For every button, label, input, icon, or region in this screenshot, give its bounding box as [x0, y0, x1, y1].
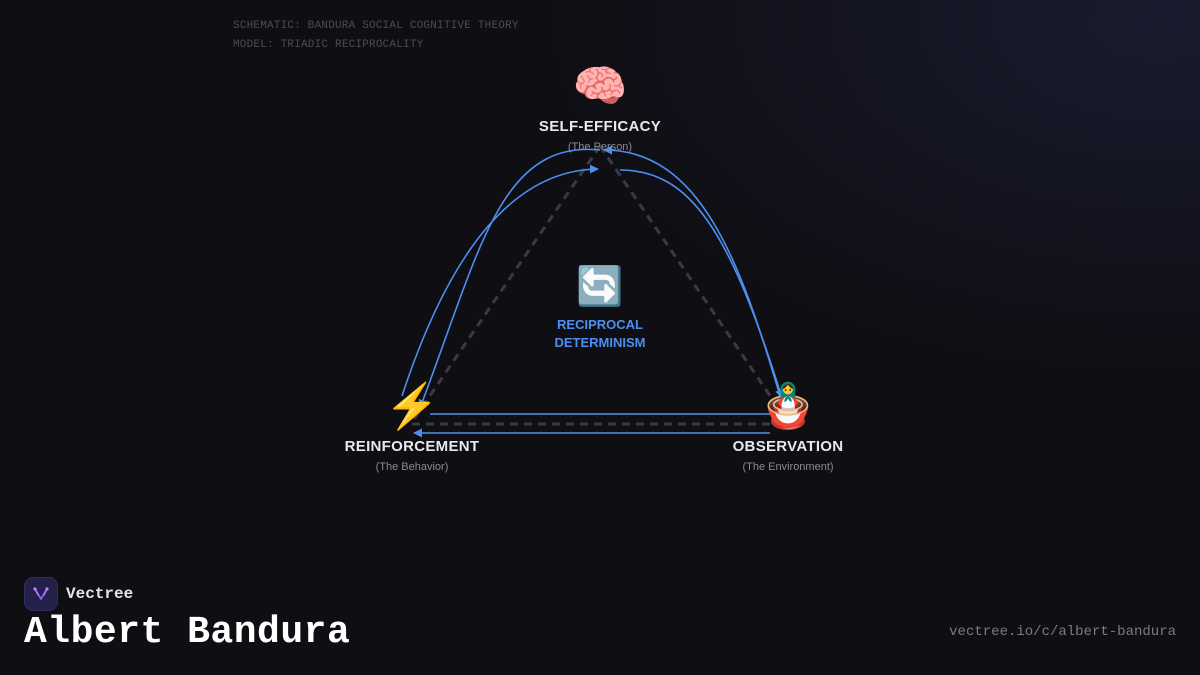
schematic-line-1: SCHEMATIC: BANDURA SOCIAL COGNITIVE THEO… [233, 20, 519, 32]
node-subtitle: (The Person) [567, 141, 633, 153]
node-subtitle: (The Environment) [742, 461, 834, 473]
lightning-icon: ⚡ [384, 382, 440, 431]
center-concept: 🔄 RECIPROCAL DETERMINISM [555, 264, 646, 352]
arrow-person-to-environment [619, 169, 784, 399]
schematic-line-2: MODEL: TRIADIC RECIPROCALITY [233, 39, 424, 51]
brand[interactable]: Vectree [24, 577, 133, 611]
page-title: Albert Bandura [24, 611, 351, 654]
node-self-efficacy: 🧠 SELF-EFFICACY (The Person) [539, 62, 661, 153]
center-label: RECIPROCAL DETERMINISM [554, 317, 646, 350]
brain-icon: 🧠 [572, 62, 628, 111]
brand-name: Vectree [66, 585, 134, 603]
vectree-logo-icon [24, 577, 58, 611]
arrow-person-to-behavior [418, 148, 601, 409]
node-reinforcement: ⚡ REINFORCEMENT (The Behavior) [345, 382, 480, 473]
node-subtitle: (The Behavior) [375, 461, 449, 473]
arrow-behavior-to-person [401, 164, 599, 397]
schematic-header: SCHEMATIC: BANDURA SOCIAL COGNITIVE THEO… [233, 17, 519, 55]
node-title: OBSERVATION [732, 438, 844, 455]
node-title: SELF-EFFICACY [538, 118, 662, 135]
cycle-arrows-icon: 🔄 [576, 266, 624, 308]
nesting-doll-icon: 🪆 [760, 382, 816, 431]
node-observation: 🪆 OBSERVATION (The Environment) [733, 382, 844, 473]
node-title: REINFORCEMENT [344, 438, 480, 455]
page-url-link[interactable]: vectree.io/c/albert-bandura [949, 624, 1176, 640]
